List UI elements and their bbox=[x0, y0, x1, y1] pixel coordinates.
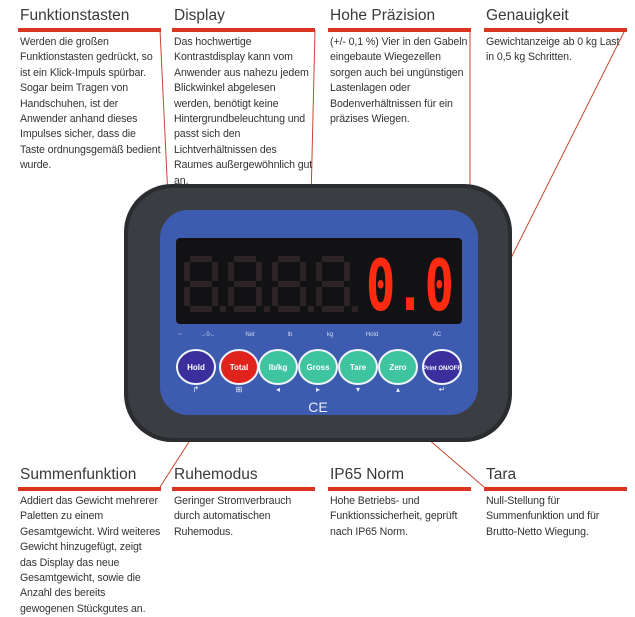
enter-icon: ↵ bbox=[439, 385, 446, 394]
button-label: Tare bbox=[350, 363, 367, 372]
feature-text: Das hochwertige Kontrastdisplay kann vom… bbox=[174, 36, 313, 187]
feature-title: Genauigkeit bbox=[486, 7, 569, 24]
indicator-label: lb bbox=[288, 332, 293, 338]
feature-text: Geringer Stromverbrauch durch automatisc… bbox=[174, 495, 292, 538]
feature-title: IP65 Norm bbox=[330, 466, 405, 483]
dim-digit-segments bbox=[184, 256, 358, 312]
accent-bar bbox=[484, 487, 627, 491]
feature-text: Addiert das Gewicht mehrerer Paletten zu… bbox=[20, 495, 161, 615]
digit-segment bbox=[272, 262, 278, 281]
digit-segment bbox=[234, 281, 256, 287]
digit-segment bbox=[190, 306, 212, 312]
digit-segment bbox=[300, 262, 306, 281]
accent-bar bbox=[172, 487, 315, 491]
digit-segment bbox=[184, 262, 190, 281]
digit-segment bbox=[272, 287, 278, 306]
indicator-label: Hold bbox=[366, 332, 378, 338]
digit-segment bbox=[322, 281, 344, 287]
digit-segment bbox=[212, 262, 218, 281]
feature-title: Hohe Präzision bbox=[330, 7, 436, 24]
digit-segment bbox=[234, 306, 256, 312]
accent-bar bbox=[328, 487, 471, 491]
feature-title: Tara bbox=[486, 466, 517, 483]
indicator-label: AC bbox=[433, 332, 442, 338]
grid-icon: ⊞ bbox=[236, 385, 243, 394]
feature-title: Funktionstasten bbox=[20, 7, 130, 24]
arrow-icon: ↱ bbox=[193, 385, 200, 394]
left-icon: ◂ bbox=[276, 385, 280, 394]
button-hold[interactable]: Hold bbox=[176, 349, 216, 385]
button-label: Gross bbox=[306, 363, 330, 372]
indicator-label: →0← bbox=[200, 332, 215, 338]
button-label: Hold bbox=[187, 363, 205, 372]
down-icon: ▾ bbox=[356, 385, 360, 394]
indicator-label: ~ bbox=[178, 332, 182, 338]
digit-dot bbox=[264, 306, 270, 312]
accent-bar bbox=[172, 28, 315, 32]
feature-text: (+/- 0,1 %) Vier in den Gabeln eingebaut… bbox=[330, 36, 468, 126]
digit-segment bbox=[256, 287, 262, 306]
digit-segment bbox=[278, 306, 300, 312]
feature-text: Hohe Betriebs- und Funktionssicherheit, … bbox=[330, 495, 458, 538]
digit-segment bbox=[316, 287, 322, 306]
feature-title: Ruhemodus bbox=[174, 466, 258, 483]
digit-segment bbox=[278, 256, 300, 262]
accent-bar bbox=[484, 28, 627, 32]
feature-text: Null-Stellung für Summenfunktion und für… bbox=[486, 495, 600, 538]
digit-dot bbox=[220, 306, 226, 312]
button-label: lb/kg bbox=[269, 363, 288, 372]
digit-segment bbox=[322, 256, 344, 262]
indicator-label: Net bbox=[245, 332, 255, 338]
accent-bar bbox=[328, 28, 471, 32]
button-label: Zero bbox=[389, 363, 406, 372]
up-icon: ▴ bbox=[396, 385, 400, 394]
button-zero[interactable]: Zero bbox=[378, 349, 418, 385]
digit-segment bbox=[228, 262, 234, 281]
digit-segment bbox=[344, 287, 350, 306]
digit-segment bbox=[212, 287, 218, 306]
digit-segment bbox=[316, 262, 322, 281]
button-lb[interactable]: lb/kg bbox=[258, 349, 298, 385]
accent-bar bbox=[18, 487, 161, 491]
feature-hohe-pr-zision: Hohe Präzision (+/- 0,1 %) Vier in den Ga… bbox=[328, 6, 471, 127]
button-gross[interactable]: Gross bbox=[298, 349, 338, 385]
digit-segment bbox=[278, 281, 300, 287]
weight-display-value: 0.0 bbox=[366, 245, 454, 327]
button-total[interactable]: Total bbox=[219, 349, 259, 385]
button-print[interactable]: Print ON/OFF bbox=[422, 349, 462, 385]
feature-text: Werden die großen Funktionstasten gedrüc… bbox=[20, 36, 161, 172]
digit-segment bbox=[190, 281, 212, 287]
digit-segment bbox=[256, 262, 262, 281]
accent-bar bbox=[18, 28, 161, 32]
right-icon: ▸ bbox=[316, 385, 320, 394]
digit-segment bbox=[184, 287, 190, 306]
feature-text: Gewichtanzeige ab 0 kg Last in 0,5 kg Sc… bbox=[486, 36, 620, 64]
digit-segment bbox=[344, 262, 350, 281]
button-tare[interactable]: Tare bbox=[338, 349, 378, 385]
button-label: Total bbox=[230, 363, 249, 372]
digit-segment bbox=[234, 256, 256, 262]
indicator-label: kg bbox=[327, 332, 333, 338]
digit-segment bbox=[300, 287, 306, 306]
digit-segment bbox=[322, 306, 344, 312]
digit-segment bbox=[190, 256, 212, 262]
button-sub-icons: ↱ ⊞ ◂ ▸ ▾ ▴ ↵ bbox=[193, 385, 446, 394]
feature-title: Display bbox=[174, 7, 225, 24]
digit-dot bbox=[308, 306, 314, 312]
ce-mark: CE bbox=[308, 399, 327, 415]
digit-dot bbox=[352, 306, 358, 312]
button-label: Print ON/OFF bbox=[423, 366, 461, 372]
digit-segment bbox=[228, 287, 234, 306]
feature-title: Summenfunktion bbox=[20, 466, 137, 483]
